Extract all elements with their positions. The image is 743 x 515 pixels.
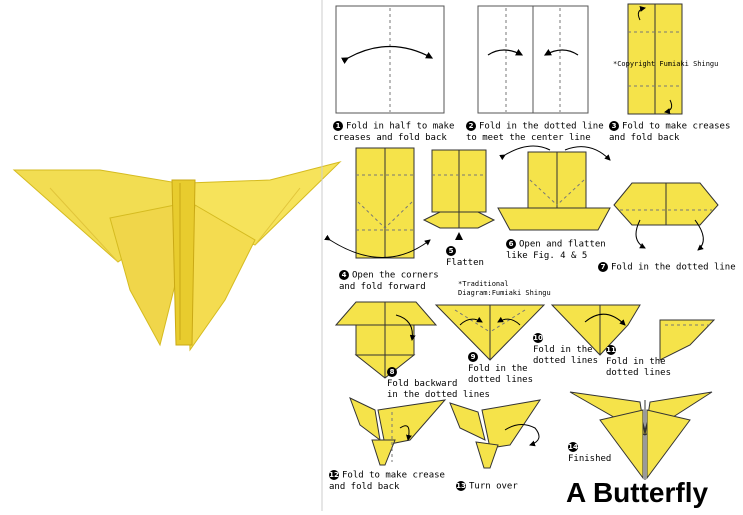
diagram-title: A Butterfly bbox=[566, 477, 709, 508]
step10-figure bbox=[550, 304, 641, 356]
credit-line-1: *Traditional bbox=[458, 280, 509, 288]
step-12-text: Fold to make crease and fold back bbox=[329, 470, 445, 492]
step-6-text: Open and flatten like Fig. 4 & 5 bbox=[506, 239, 606, 261]
step-8-number: 8 bbox=[387, 367, 397, 377]
step8-figure bbox=[334, 301, 438, 379]
step-2-text: Fold in the dotted line to meet the cent… bbox=[466, 121, 604, 143]
step-4-number: 4 bbox=[339, 270, 349, 280]
step6-figure bbox=[497, 145, 611, 231]
step1-figure bbox=[335, 5, 445, 114]
step-4-text: Open the corners and fold forward bbox=[339, 270, 439, 292]
step-5-number: 5 bbox=[446, 246, 456, 256]
step-6-number: 6 bbox=[506, 239, 516, 249]
step-11-text: Fold in the dotted lines bbox=[606, 356, 672, 378]
step-5-text: Flatten bbox=[446, 257, 484, 268]
step-2-number: 2 bbox=[466, 121, 476, 131]
step-3-number: 3 bbox=[609, 121, 619, 131]
credit-line-2: Diagram:Fumiaki Shingu bbox=[458, 289, 551, 297]
step-14-text: Finished bbox=[568, 453, 612, 464]
step3-figure bbox=[627, 3, 683, 115]
step-8-text: Fold backward in the dotted lines bbox=[387, 378, 490, 400]
step9-figure bbox=[434, 304, 546, 361]
step-14-number: 14 bbox=[568, 442, 578, 452]
step-1-number: 1 bbox=[333, 121, 343, 131]
step-7-number: 7 bbox=[598, 262, 608, 272]
step-10-text: Fold in the dotted lines bbox=[533, 344, 599, 366]
step-9-text: Fold in the dotted lines bbox=[468, 363, 534, 385]
step-12-number: 12 bbox=[329, 470, 339, 480]
step14-figure bbox=[569, 391, 713, 480]
step-9-number: 9 bbox=[468, 352, 478, 362]
step-10-number: 10 bbox=[533, 333, 543, 343]
step12-figure bbox=[349, 397, 447, 466]
step2-figure bbox=[477, 5, 589, 114]
step13-figure bbox=[449, 399, 542, 469]
step-13-text: Turn over bbox=[469, 481, 518, 492]
step-13-number: 13 bbox=[456, 481, 466, 491]
step-11-number: 11 bbox=[606, 345, 616, 355]
photo-butterfly bbox=[12, 161, 342, 352]
step-3-text: Fold to make creases and fold back bbox=[609, 121, 731, 143]
step5-figure bbox=[422, 149, 496, 240]
step-1-text: Fold in half to make creases and fold ba… bbox=[333, 121, 455, 143]
step11-figure bbox=[659, 319, 716, 361]
step4-figure bbox=[324, 147, 431, 259]
step-7-text: Fold in the dotted line bbox=[611, 262, 736, 273]
step7-figure bbox=[613, 182, 719, 251]
copyright-note: *Copyright Fumiaki Shingu bbox=[613, 60, 719, 68]
